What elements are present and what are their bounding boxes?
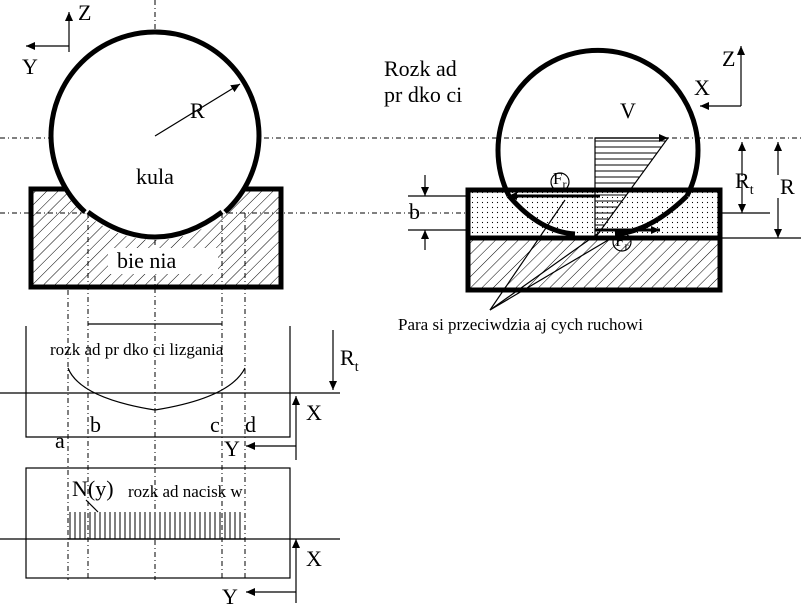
y-axis-label-bottom: Y <box>222 584 238 609</box>
velocity-distribution-label-2: pr dko ci <box>384 82 462 107</box>
z-axis-label: Z <box>78 0 91 25</box>
y-axis-label: Y <box>22 54 38 79</box>
rt-right-label: Rt <box>735 168 754 198</box>
bieznia-label-bg <box>108 248 218 274</box>
right-raceway-lower-hatch <box>468 238 720 290</box>
point-d-label: d <box>245 412 256 437</box>
force-pair-leader-3 <box>489 231 601 311</box>
r-right-label: R <box>780 174 795 199</box>
slip-distribution-label: rozk ad pr dko ci lizgania <box>50 340 224 359</box>
right-ball-outline <box>495 47 701 198</box>
velocity-distribution-label-1: Rozk ad <box>384 56 457 81</box>
b-dimension-label: b <box>409 199 420 224</box>
bieznia-label: bie nia <box>117 248 176 273</box>
slip-velocity-panel: rozk ad pr dko ci lizgania Rt X Y a b c … <box>0 323 359 461</box>
pressure-distribution-label: rozk ad nacisk w <box>128 482 243 501</box>
rt-mid-label: Rt <box>340 345 359 375</box>
point-c-label: c <box>210 412 220 437</box>
x-axis-label-mid: X <box>306 400 322 425</box>
velocity-label: V <box>620 98 636 123</box>
ball-outline-lower-right <box>223 135 262 214</box>
point-a-label: a <box>55 428 65 453</box>
n-y-label: N(y) <box>72 476 114 501</box>
friction-force-bottom-label: Fr <box>615 231 628 253</box>
slip-frame <box>25 326 291 438</box>
radius-label: R <box>190 98 205 123</box>
pressure-bars <box>69 512 241 539</box>
n-y-leader <box>85 499 99 513</box>
force-pair-leader-1 <box>489 199 566 311</box>
slip-curve <box>67 367 246 411</box>
x-axis-label-bottom: X <box>306 546 322 571</box>
friction-force-top-label: Fr <box>553 169 566 191</box>
ball-outline-upper <box>48 29 262 137</box>
friction-force-top-circle <box>550 172 570 192</box>
kula-label-bg <box>126 166 188 190</box>
pressure-frame <box>25 467 291 579</box>
force-pair-label: Para si przeciwdzia aj cych ruchowi <box>398 315 643 334</box>
pressure-panel: N(y) rozk ad nacisk w X Y <box>0 467 340 609</box>
x-axis-label-right: X <box>694 75 710 100</box>
friction-force-bottom-circle <box>612 232 632 252</box>
right-ball-contact-left <box>507 194 576 237</box>
contact-arc <box>86 209 224 240</box>
ball-outline-lower-left <box>48 135 87 214</box>
radius-arrow <box>154 83 241 137</box>
y-axis-label-mid: Y <box>224 436 240 461</box>
point-b-label: b <box>90 412 101 437</box>
z-axis-label-right: Z <box>722 46 735 71</box>
force-pair-leader-2 <box>489 235 616 311</box>
kula-label: kula <box>136 164 174 189</box>
left-ball-view: Z Y R kula bie nia <box>0 0 801 580</box>
right-ball-view: Rozk ad pr dko ci V Fr Fr Z X b <box>384 46 801 334</box>
